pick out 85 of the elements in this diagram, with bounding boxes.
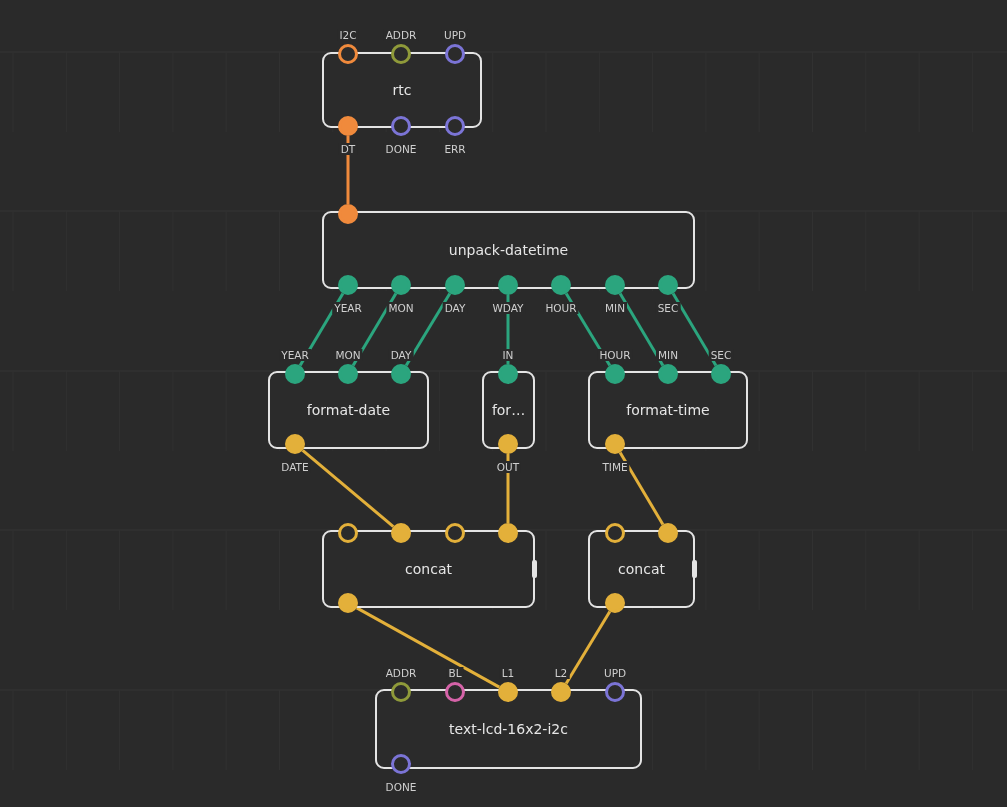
output-pin xyxy=(498,434,518,454)
node-title: format-date xyxy=(305,402,392,418)
pin-label: DONE xyxy=(383,143,419,155)
pin-label: UPD xyxy=(601,667,629,679)
wire xyxy=(351,292,398,367)
wire xyxy=(404,292,452,367)
input-pin xyxy=(445,682,465,702)
input-pin xyxy=(338,44,358,64)
node-title: concat xyxy=(617,561,666,577)
wire xyxy=(618,292,665,367)
input-pin xyxy=(391,44,411,64)
wire xyxy=(301,449,395,528)
output-pin xyxy=(605,593,625,613)
pin-label: UPD xyxy=(441,29,469,41)
node-title: unpack-datetime xyxy=(447,242,570,258)
pin-label: DAY xyxy=(388,349,414,361)
input-pin xyxy=(391,682,411,702)
input-pin xyxy=(391,364,411,384)
pin-label: BL xyxy=(446,667,464,679)
pin-label: SEC xyxy=(655,302,681,314)
input-pin xyxy=(605,364,625,384)
pin-label: MON xyxy=(386,302,416,314)
pin-label: ADDR xyxy=(383,29,419,41)
output-pin xyxy=(445,116,465,136)
node-title: for… xyxy=(490,402,527,418)
wire xyxy=(671,292,718,367)
input-pin xyxy=(658,523,678,543)
input-pin xyxy=(605,682,625,702)
output-pin xyxy=(391,116,411,136)
pin-label: MIN xyxy=(603,302,627,314)
pin-label: DT xyxy=(338,143,358,155)
output-pin xyxy=(605,434,625,454)
pin-label: SEC xyxy=(708,349,734,361)
pin-label: OUT xyxy=(494,461,522,473)
output-pin xyxy=(338,593,358,613)
pin-label: YEAR xyxy=(332,302,364,314)
pin-label: L2 xyxy=(552,667,570,679)
node-title: concat xyxy=(404,561,453,577)
pin-label: TIME xyxy=(600,461,630,473)
output-pin xyxy=(658,275,678,295)
output-pin xyxy=(391,275,411,295)
input-pin xyxy=(338,364,358,384)
pin-label: MIN xyxy=(656,349,680,361)
pin-label: YEAR xyxy=(279,349,311,361)
pin-label: WDAY xyxy=(490,302,526,314)
output-pin xyxy=(391,754,411,774)
pin-label: DATE xyxy=(279,461,311,473)
node-title: format-time xyxy=(625,402,711,418)
output-pin xyxy=(445,275,465,295)
output-pin xyxy=(338,275,358,295)
pin-label: I2C xyxy=(337,29,359,41)
pin-label: HOUR xyxy=(543,302,579,314)
output-pin xyxy=(605,275,625,295)
pin-label: DONE xyxy=(383,781,419,793)
input-pin xyxy=(338,523,358,543)
output-pin xyxy=(338,116,358,136)
output-pin xyxy=(285,434,305,454)
input-pin xyxy=(285,364,305,384)
input-pin xyxy=(498,364,518,384)
pin-label: HOUR xyxy=(597,349,633,361)
pin-label: L1 xyxy=(499,667,517,679)
output-pin xyxy=(551,275,571,295)
input-pin xyxy=(338,204,358,224)
input-pin xyxy=(658,364,678,384)
input-pin xyxy=(498,523,518,543)
input-pin xyxy=(445,523,465,543)
wire xyxy=(346,136,350,204)
pin-label: MON xyxy=(333,349,363,361)
pin-label: DAY xyxy=(442,302,468,314)
output-pin xyxy=(498,275,518,295)
node-title: rtc xyxy=(391,82,413,98)
node-title: text-lcd-16x2-i2c xyxy=(448,721,569,737)
wire xyxy=(564,610,612,685)
pin-label: IN xyxy=(500,349,516,361)
input-pin xyxy=(551,682,571,702)
pin-label: ERR xyxy=(442,143,468,155)
input-pin xyxy=(445,44,465,64)
input-pin xyxy=(605,523,625,543)
pin-label: ADDR xyxy=(383,667,419,679)
wire xyxy=(356,606,500,689)
wire xyxy=(506,454,510,523)
wire xyxy=(618,451,665,526)
input-pin xyxy=(711,364,731,384)
input-pin xyxy=(391,523,411,543)
input-pin xyxy=(498,682,518,702)
